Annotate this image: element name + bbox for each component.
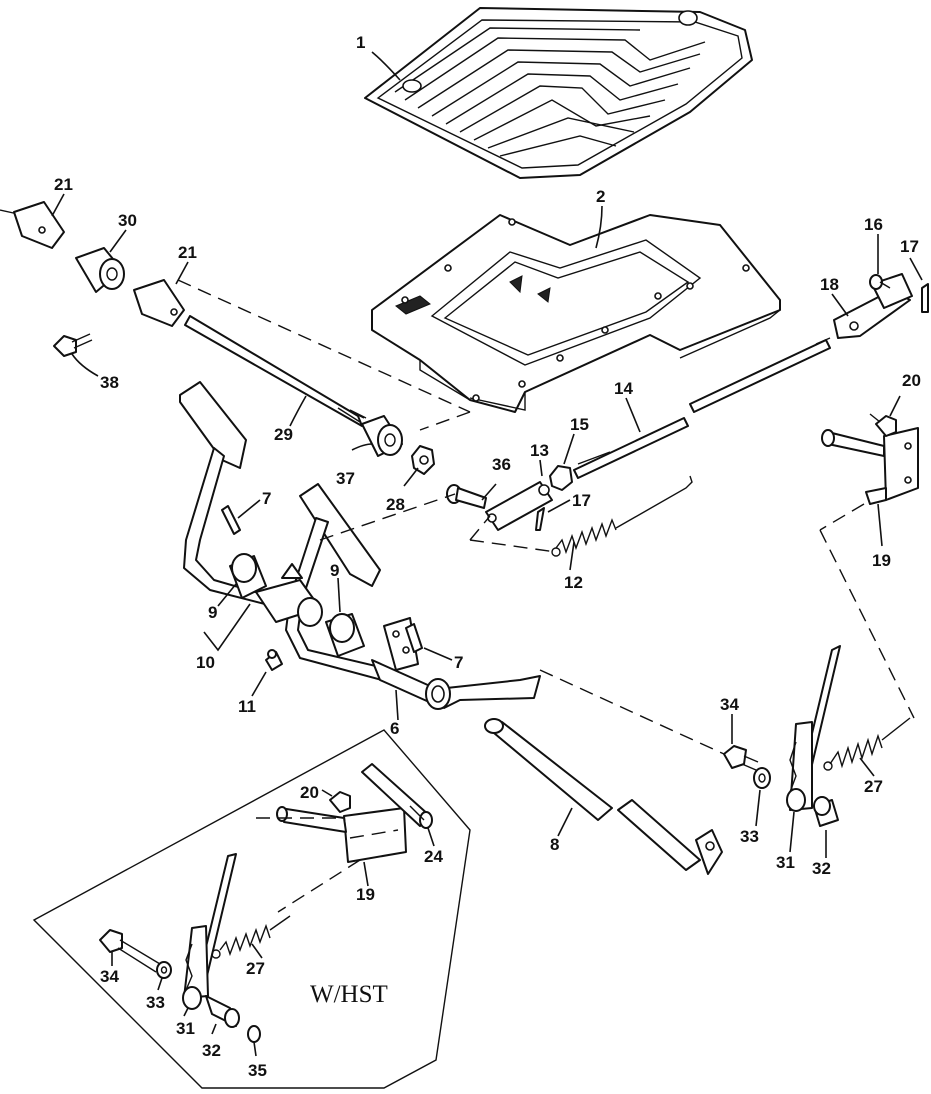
callout-35: 35 xyxy=(248,1061,267,1080)
callout-19-right: 19 xyxy=(872,551,891,570)
callout-30: 30 xyxy=(118,211,137,230)
bracket-19-right xyxy=(821,427,919,505)
lever-main xyxy=(789,645,841,811)
spring-27-inset xyxy=(211,915,291,959)
washer-33-inset xyxy=(156,961,172,979)
callout-13: 13 xyxy=(530,441,549,460)
pin-32-inset xyxy=(205,995,240,1028)
rod-14 xyxy=(573,337,831,479)
pin-24-inset xyxy=(361,763,433,829)
callout-labels: 1 2 21 30 21 38 29 37 28 36 13 15 14 16 … xyxy=(54,33,921,1080)
clip-35-inset xyxy=(247,1025,261,1043)
bushing-31-inset xyxy=(182,986,202,1010)
clevis-pin-36 xyxy=(446,484,487,509)
bracket-19-inset xyxy=(276,806,407,863)
nut-28 xyxy=(411,445,435,475)
floor-mat xyxy=(364,7,753,179)
spacer-30 xyxy=(75,247,125,293)
callout-10: 10 xyxy=(196,653,215,672)
callout-28: 28 xyxy=(386,495,405,514)
callout-27-main: 27 xyxy=(864,777,883,796)
callout-18: 18 xyxy=(820,275,839,294)
bolt-34-main xyxy=(723,745,759,771)
callout-32-main: 32 xyxy=(812,859,831,878)
nut-15 xyxy=(549,465,573,491)
bolt-34-inset xyxy=(99,929,161,973)
callout-9-right: 9 xyxy=(330,561,339,580)
pin-7-upper xyxy=(221,505,241,535)
spring-27-main xyxy=(823,717,911,771)
pedal-hub-10 xyxy=(255,563,323,627)
callout-27-inset: 27 xyxy=(246,959,265,978)
callout-14: 14 xyxy=(614,379,633,398)
spring-12 xyxy=(551,475,693,557)
callout-36: 36 xyxy=(492,455,511,474)
inset-label: W/HST xyxy=(310,981,388,1008)
link-13 xyxy=(485,481,553,531)
bushing-32-main xyxy=(813,796,839,827)
callout-37: 37 xyxy=(336,469,355,488)
callout-31-main: 31 xyxy=(776,853,795,872)
bushing-9-left xyxy=(229,553,267,599)
callout-6: 6 xyxy=(390,719,399,738)
callout-15: 15 xyxy=(570,415,589,434)
spacer-37 xyxy=(361,415,403,457)
grease-fitting-11 xyxy=(265,649,283,671)
callout-8: 8 xyxy=(550,835,559,854)
callout-9-left: 9 xyxy=(208,603,217,622)
callout-34-main: 34 xyxy=(720,695,739,714)
callout-11: 11 xyxy=(238,697,256,716)
callout-33-main: 33 xyxy=(740,827,759,846)
callout-31-inset: 31 xyxy=(176,1019,195,1038)
callout-16: 16 xyxy=(864,215,883,234)
assembly-lines xyxy=(177,279,915,913)
callout-38: 38 xyxy=(100,373,119,392)
callout-1: 1 xyxy=(356,33,365,52)
bolt-38 xyxy=(53,333,93,357)
cotter-pin-17-lower xyxy=(535,507,545,531)
bracket-21-lower xyxy=(133,279,185,327)
cotter-pin-17-upper xyxy=(921,283,929,313)
bushing-9-right xyxy=(325,613,365,657)
callout-33-inset: 33 xyxy=(146,993,165,1012)
lever-inset xyxy=(183,853,237,999)
callout-19-inset: 19 xyxy=(356,885,375,904)
callout-2: 2 xyxy=(596,187,605,206)
callout-21-lower: 21 xyxy=(178,243,197,262)
callout-24: 24 xyxy=(424,847,443,866)
callout-34-inset: 34 xyxy=(100,967,119,986)
floor-plate xyxy=(371,214,781,413)
bolt-20-right xyxy=(869,413,897,437)
bracket-21-upper xyxy=(0,201,65,249)
washer-33-main xyxy=(753,767,771,789)
shaft-8 xyxy=(484,718,723,875)
callout-32-inset: 32 xyxy=(202,1041,221,1060)
bushing-31-main xyxy=(786,788,806,812)
clevis-pin-16 xyxy=(869,274,891,290)
callout-21-upper: 21 xyxy=(54,175,73,194)
callout-20-right: 20 xyxy=(902,371,921,390)
callout-20-inset: 20 xyxy=(300,783,319,802)
inset-frame xyxy=(32,729,471,1089)
callout-29: 29 xyxy=(274,425,293,444)
callout-12: 12 xyxy=(564,573,583,592)
pin-7-lower xyxy=(405,623,423,653)
callout-17-upper: 17 xyxy=(900,237,919,256)
callout-7-upper: 7 xyxy=(262,489,271,508)
callout-7-lower: 7 xyxy=(454,653,463,672)
callout-17-lower: 17 xyxy=(572,491,591,510)
bolt-20-inset xyxy=(329,791,351,813)
leader-lines xyxy=(51,51,923,1057)
